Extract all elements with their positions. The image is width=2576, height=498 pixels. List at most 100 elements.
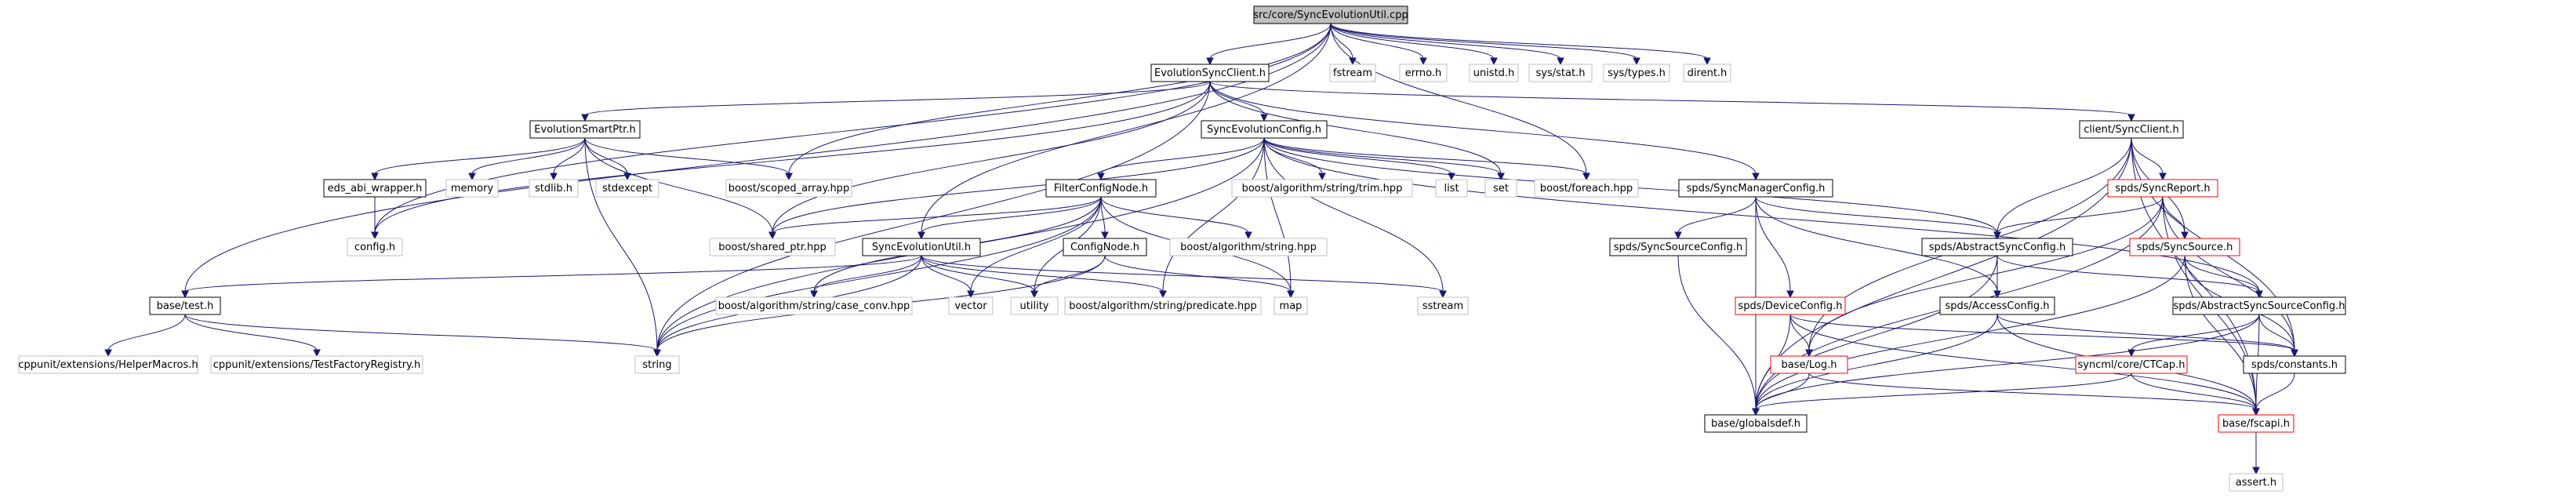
node-test[interactable]: base/test.h: [149, 296, 221, 315]
edge-secfg-fcn: [1100, 137, 1265, 175]
node-sreport[interactable]: spds/SyncReport.h: [2107, 179, 2218, 198]
edge-devcfg-consts: [1789, 314, 2295, 351]
node-box: [1201, 120, 1328, 139]
node-box: [2075, 355, 2188, 374]
edge-esp-memory: [471, 137, 586, 175]
node-fcn[interactable]: FilterConfigNode.h: [1045, 179, 1157, 198]
edge-clientsc-asc: [1996, 137, 2132, 234]
node-label: spds/AccessConfig.h: [1945, 300, 2049, 312]
node-label: map: [1280, 300, 1303, 312]
node-esc[interactable]: EvolutionSyncClient.h: [1150, 64, 1270, 82]
node-label: base/fscapi.h: [2222, 418, 2290, 430]
edge-root-systypes: [1330, 23, 1637, 60]
edge-seu-test: [184, 255, 922, 293]
node-ssource[interactable]: spds/SyncSource.h: [2129, 238, 2240, 256]
node-box: [2107, 179, 2218, 198]
node-tfr: cppunit/extensions/TestFactoryRegistry.h: [210, 355, 423, 374]
arrowhead-test-helper: [104, 349, 112, 358]
node-box: [1528, 64, 1593, 82]
node-box: [1469, 64, 1519, 82]
edge-ssource-fscapi: [2184, 255, 2257, 410]
node-acccfg[interactable]: spds/AccessConfig.h: [1939, 296, 2055, 315]
arrowhead-esp-scoped: [785, 173, 793, 181]
node-cnode[interactable]: ConfigNode.h: [1063, 238, 1147, 256]
arrowhead-fscapi-assert: [2252, 467, 2260, 475]
node-clientsc[interactable]: client/SyncClient.h: [2079, 120, 2184, 139]
edge-smc-devcfg: [1755, 196, 1791, 293]
arrowhead-esc-secfg: [1260, 114, 1268, 122]
arrowhead-seu-caseconv: [810, 290, 818, 299]
node-label: sys/stat.h: [1536, 67, 1586, 79]
node-caseconv: boost/algorithm/string/case_conv.hpp: [715, 296, 913, 315]
node-label: ConfigNode.h: [1070, 242, 1139, 253]
node-label: spds/SyncReport.h: [2115, 183, 2210, 194]
node-shared: boost/shared_ptr.hpp: [709, 238, 836, 256]
edge-secfg-list: [1263, 137, 1452, 175]
node-devcfg[interactable]: spds/DeviceConfig.h: [1735, 296, 1846, 315]
node-box: [1063, 238, 1147, 256]
edge-sreport-asc: [1996, 196, 2164, 234]
arrowhead-fcn-cnode: [1101, 231, 1109, 240]
node-box: [1329, 64, 1376, 82]
nodes-layer: src/core/SyncEvolutionUtil.cppEvolutionS…: [18, 5, 2346, 492]
arrowhead-cnode-map: [1287, 290, 1295, 299]
node-log[interactable]: base/Log.h: [1770, 355, 1848, 374]
node-label: SyncEvolutionConfig.h: [1207, 124, 1321, 136]
node-box: [149, 296, 221, 315]
edge-esc-set: [1209, 81, 1502, 175]
arrowhead-log-globals: [1752, 408, 1760, 416]
node-label: spds/DeviceConfig.h: [1739, 300, 1843, 312]
node-box: [715, 296, 913, 315]
node-ssc[interactable]: spds/SyncSourceConfig.h: [1609, 238, 1747, 256]
node-box: [1704, 414, 1808, 433]
arrowhead-esp-eds: [371, 173, 379, 181]
edge-ssource-absscfg: [2184, 255, 2260, 293]
edge-seu-sstream: [921, 255, 1444, 293]
arrowhead-root-dirent: [1703, 57, 1711, 66]
node-label: sstream: [1422, 300, 1463, 312]
edge-log-globals: [1755, 373, 1810, 410]
edge-devcfg-fscapi: [1789, 314, 2257, 410]
node-box: [1273, 296, 1308, 315]
node-asc[interactable]: spds/AbstractSyncConfig.h: [1921, 238, 2073, 256]
edge-esp-string: [584, 137, 658, 351]
arrowhead-smc-devcfg: [1786, 290, 1794, 299]
node-label: spds/constants.h: [2251, 359, 2338, 371]
node-box: [1169, 238, 1328, 256]
arrowhead-absscfg-consts: [2291, 349, 2298, 358]
arrowhead-secfg-set: [1497, 173, 1505, 181]
node-absscfg[interactable]: spds/AbstractSyncSourceConfig.h: [2172, 296, 2346, 315]
node-box: [1150, 64, 1270, 82]
edge-sreport-ssource: [2162, 196, 2185, 234]
arrowhead-fcn-algstr: [1244, 231, 1252, 240]
node-box: [2172, 296, 2346, 315]
arrowhead-devcfg-log: [1805, 349, 1813, 358]
arrowhead-root-sysstat: [1557, 57, 1564, 66]
edge-sreport-log: [1808, 196, 2164, 351]
node-ctcap[interactable]: syncml/core/CTCap.h: [2075, 355, 2188, 374]
arrowhead-esc-clientsc: [2127, 114, 2135, 122]
arrowhead-esc-esp: [581, 114, 589, 122]
node-smc[interactable]: spds/SyncManagerConfig.h: [1678, 179, 1833, 198]
node-label: boost/shared_ptr.hpp: [718, 242, 827, 253]
arrowhead-esp-memory: [468, 173, 476, 181]
node-sstream: sstream: [1417, 296, 1469, 315]
node-consts[interactable]: spds/constants.h: [2243, 355, 2346, 374]
node-box: [1678, 179, 1833, 198]
node-globals[interactable]: base/globalsdef.h: [1704, 414, 1808, 433]
node-label: eds_abi_wrapper.h: [328, 183, 423, 194]
node-box: [529, 120, 641, 139]
node-map: map: [1273, 296, 1308, 315]
node-root[interactable]: src/core/SyncEvolutionUtil.cpp: [1253, 5, 1408, 24]
node-fscapi[interactable]: base/fscapi.h: [2218, 414, 2294, 433]
edge-fcn-string: [656, 196, 1102, 351]
node-box: [709, 238, 836, 256]
node-box: [2229, 473, 2284, 492]
node-label: base/globalsdef.h: [1711, 418, 1800, 430]
node-esp[interactable]: EvolutionSmartPtr.h: [529, 120, 641, 139]
node-eds[interactable]: eds_abi_wrapper.h: [323, 179, 427, 198]
arrowhead-secfg-fcn: [1097, 173, 1105, 181]
node-seu[interactable]: SyncEvolutionUtil.h: [862, 238, 981, 256]
node-secfg[interactable]: SyncEvolutionConfig.h: [1201, 120, 1328, 139]
edge-secfg-shared: [772, 137, 1265, 234]
